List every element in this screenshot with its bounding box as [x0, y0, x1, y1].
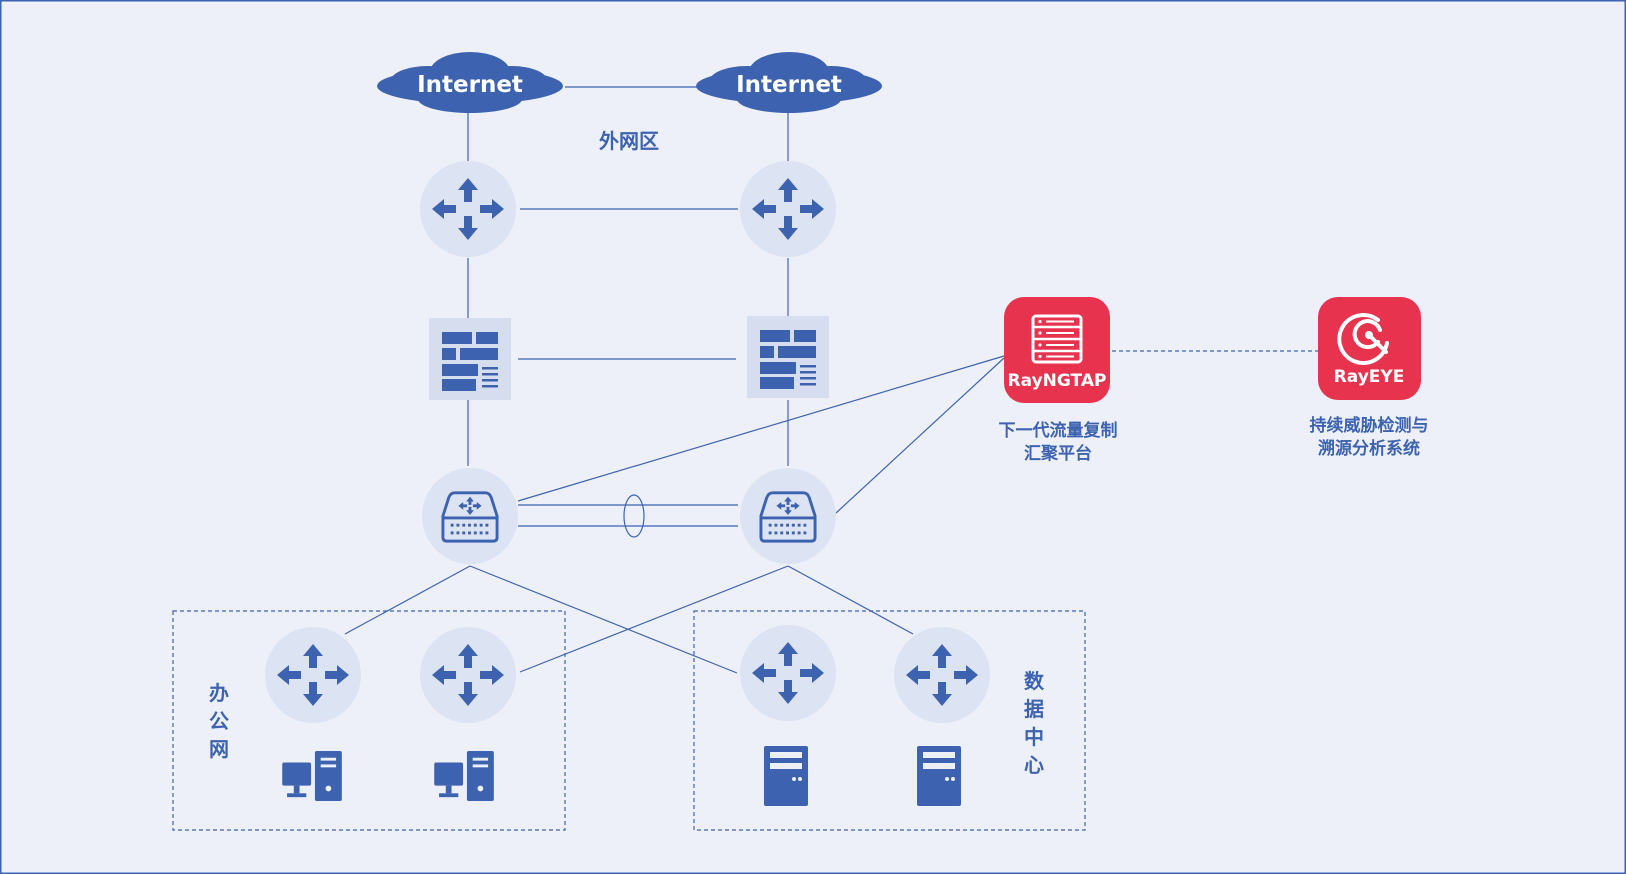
office-zone-char: 公 — [209, 709, 229, 733]
datacenter-zone-char: 中 — [1024, 725, 1044, 749]
firewall-icon — [429, 318, 511, 400]
internet-cloud-right: Internet — [696, 52, 882, 113]
rayngtap-app: RayNGTAP — [1004, 297, 1110, 403]
datacenter-zone-char: 数 — [1024, 669, 1045, 693]
rayngtap-name: RayNGTAP — [1008, 371, 1107, 391]
access-switch-office-1 — [265, 627, 361, 723]
desc-line: 持续威胁检测与 — [1310, 415, 1429, 436]
desc-line: 下一代流量复制 — [999, 420, 1118, 441]
datacenter-zone-char: 心 — [1024, 753, 1044, 777]
core-switch-right — [740, 468, 836, 564]
rayeye-name: RayEYE — [1334, 367, 1405, 387]
core-switch-left — [422, 468, 518, 564]
datacenter-zone-char: 据 — [1024, 697, 1044, 721]
cloud-icon — [377, 52, 563, 113]
external-zone-label: 外网区 — [599, 129, 659, 153]
server-tower-icon — [917, 746, 961, 806]
cloud-label: Internet — [736, 72, 842, 98]
desc-line: 汇聚平台 — [1024, 443, 1092, 464]
datacenter-zone-label: 数 据 中 心 — [1024, 669, 1045, 777]
connection-lines — [344, 86, 1005, 674]
desc-line: 溯源分析系统 — [1318, 438, 1420, 459]
firewall-icon — [747, 316, 829, 398]
rayeye-app: RayEYE — [1318, 297, 1421, 400]
office-zone-label: 办 公 网 — [209, 681, 229, 761]
radar-eye-icon — [1337, 313, 1389, 365]
server-rack-icon — [1031, 314, 1083, 364]
cloud-label: Internet — [417, 72, 523, 98]
access-switch-office-2 — [420, 627, 516, 723]
office-network-zone — [172, 610, 566, 831]
access-switch-dc-1 — [740, 625, 836, 721]
server-tower-icon — [764, 746, 808, 806]
rayeye-description: 持续威胁检测与 溯源分析系统 — [1310, 415, 1429, 459]
edge-router-left — [420, 161, 516, 257]
access-switch-dc-2 — [894, 627, 990, 723]
office-zone-char: 网 — [209, 737, 229, 761]
cloud-icon — [696, 52, 882, 113]
datacenter-zone — [693, 610, 1086, 831]
rayngtap-description: 下一代流量复制 汇聚平台 — [999, 420, 1118, 464]
internet-cloud-left: Internet — [377, 52, 563, 113]
edge-router-right — [740, 161, 836, 257]
office-zone-char: 办 — [209, 681, 229, 705]
